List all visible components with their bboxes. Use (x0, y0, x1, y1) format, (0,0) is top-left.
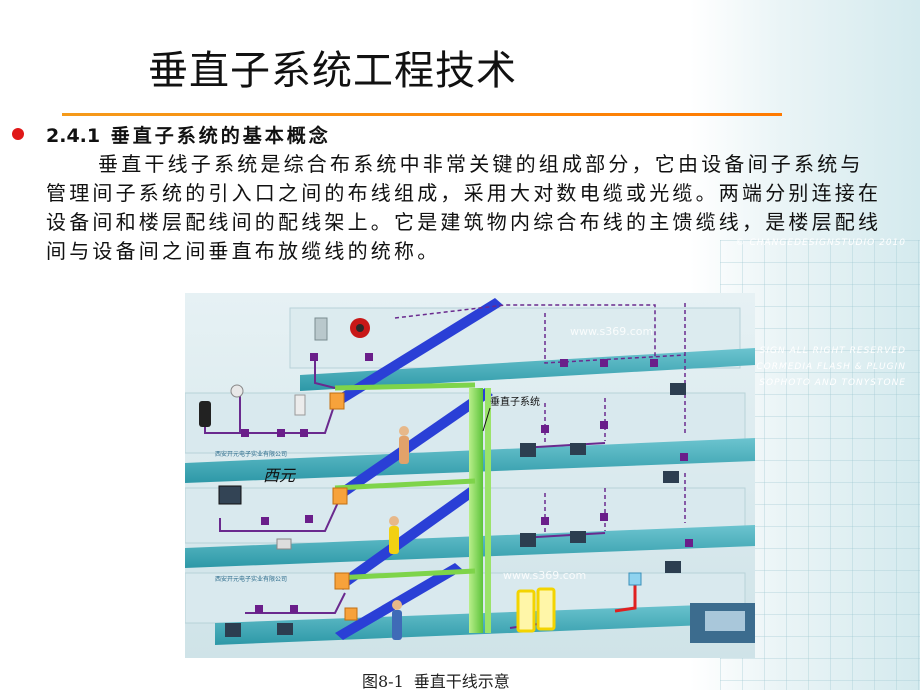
connection-point (650, 359, 658, 367)
sensor-icon (294, 394, 306, 416)
patch-panel (329, 392, 345, 410)
vertical-riser (469, 388, 483, 633)
watermark: www.s369.com (503, 569, 586, 582)
computer-icon (225, 623, 241, 637)
person-icon (389, 516, 399, 554)
trunk-cable-tray (335, 483, 483, 590)
connection-point (680, 453, 688, 461)
body-paragraph: 垂直干线子系统是综合布系统中非常关键的组成部分，它由设备间子系统与管理间子系统的… (46, 152, 882, 263)
dashed-cable (394, 304, 656, 363)
horizontal-cable (219, 497, 341, 532)
vertical-riser (485, 388, 491, 633)
computer-icon (277, 623, 293, 635)
connection-point (290, 605, 298, 613)
floor-label: 西元 (263, 466, 297, 485)
person-icon (392, 600, 402, 640)
connection-point (300, 429, 308, 437)
decorative-text: SIGN ALL RIGHT RESERVED (759, 346, 906, 356)
camera-icon (230, 384, 244, 398)
decorative-text: CORMEDIA FLASH & PLUGIN (756, 362, 906, 372)
equipment-cabinet (536, 587, 556, 631)
horizontal-cable (245, 592, 346, 614)
speaker-icon (199, 401, 211, 427)
patch-panel (344, 607, 358, 621)
external-cable (614, 583, 637, 613)
page-title: 垂直子系统工程技术 (148, 48, 517, 94)
riser-cable (334, 382, 476, 391)
vertical-subsystem-label: 垂直子系统 (490, 395, 540, 408)
decorative-text: SOPHOTO AND TONYSTONE (759, 378, 906, 388)
figure-number: 图8-1 (362, 672, 404, 691)
connection-point (600, 513, 608, 521)
section-title: 垂直子系统的基本概念 (110, 125, 331, 147)
sign-text: 西安开元电子实业有限公司 (215, 575, 287, 583)
riser-cable (334, 478, 476, 491)
title-underline (62, 113, 782, 116)
patch-panel (334, 572, 350, 590)
section-number: 2.4.1 (46, 125, 101, 147)
section-heading: 2.4.1 垂直子系统的基本概念 (46, 121, 331, 148)
connection-point (600, 421, 608, 429)
floor-slab (300, 348, 755, 391)
computer-icon (520, 533, 536, 547)
horizontal-cable (314, 358, 336, 389)
label-pointer (482, 407, 491, 432)
computer-icon (665, 561, 681, 573)
connection-point (541, 517, 549, 525)
connection-point (277, 429, 285, 437)
connection-point (255, 605, 263, 613)
computer-icon (670, 383, 686, 395)
riser-cable (334, 568, 476, 581)
computer-icon (663, 471, 679, 483)
connection-point (241, 429, 249, 437)
phone-icon (276, 538, 292, 550)
connection-point (261, 517, 269, 525)
monitor-icon (218, 485, 242, 505)
building-photo (705, 611, 745, 631)
computer-icon (570, 531, 586, 543)
patch-panel (332, 487, 348, 505)
decorative-text: © CHANGEDESIGNSTUDIO 2010 (735, 238, 906, 248)
sign-text: 西安开元电子实业有限公司 (215, 450, 287, 458)
connection-point (365, 353, 373, 361)
equipment-cabinet (516, 589, 536, 633)
watermark: www.s369.com (570, 325, 653, 338)
bullet-icon (12, 128, 24, 140)
trunk-cable-tray (333, 388, 493, 500)
camera-icon (314, 317, 328, 341)
vertical-subsystem-diagram: 垂直子系统 www.s369.com www.s369.com 西元 西安开元电… (185, 293, 755, 658)
connection-point (560, 359, 568, 367)
alarm-icon (356, 324, 364, 332)
connection-point (541, 425, 549, 433)
connection-point (305, 515, 313, 523)
trunk-cable-tray (333, 298, 503, 405)
computer-icon (520, 443, 536, 457)
figure-caption: 图8-1 垂直干线示意 (362, 668, 520, 692)
connection-point (600, 359, 608, 367)
person-icon (399, 426, 409, 464)
dashed-cable (544, 313, 686, 364)
connection-point (685, 539, 693, 547)
computer-icon (570, 443, 586, 455)
figure-caption-text: 垂直干线示意 (413, 672, 510, 691)
connection-point (310, 353, 318, 361)
entrance-box (628, 572, 642, 586)
